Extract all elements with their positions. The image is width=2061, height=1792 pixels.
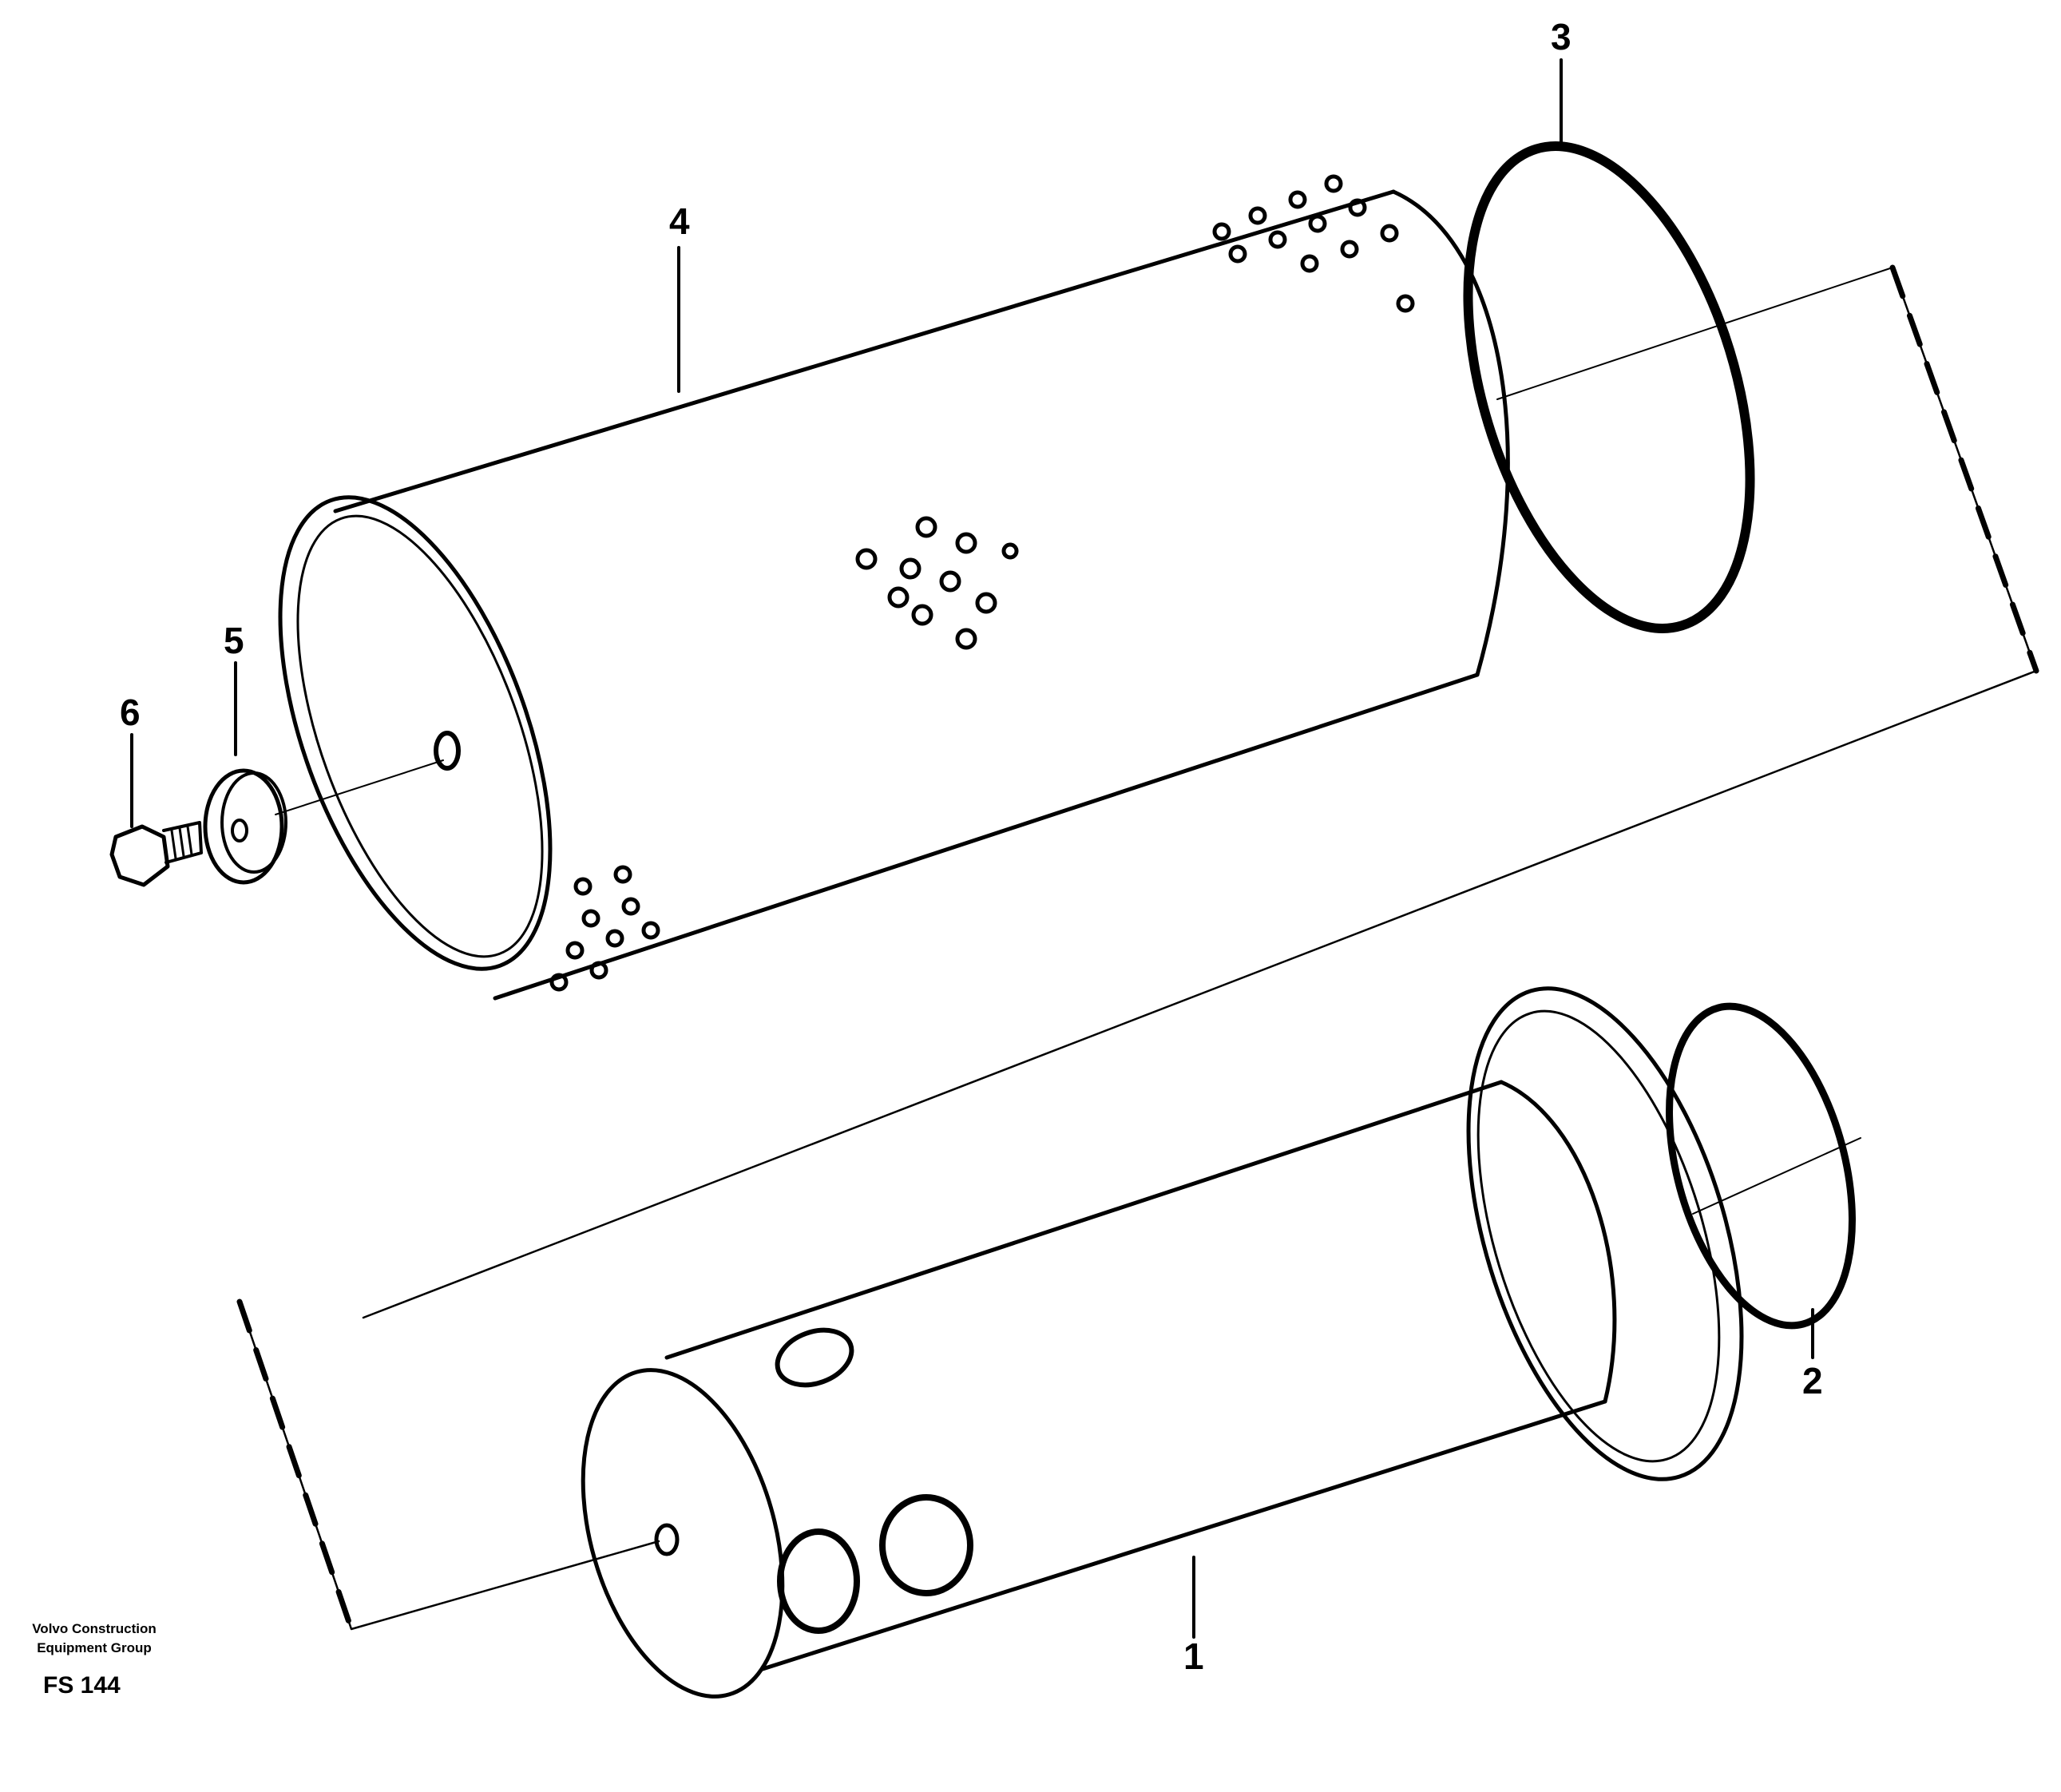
publisher-credit: Volvo Construction Equipment Group [14,1620,174,1658]
part-6-screw [109,821,203,887]
figure-code: FS 144 [43,1672,121,1699]
part-4-filter-sleeve [278,174,1510,1001]
callout-2: 2 [1802,1360,1823,1401]
publisher-credit-line-2: Equipment Group [37,1640,152,1655]
part-5-washer [203,768,287,885]
callout-5: 5 [224,620,244,661]
assembly-guide-dashes-right [1889,264,2039,674]
axis-line-upper [275,267,1893,815]
assembly-guide-line-lower [238,1300,660,1631]
axis-line-lower [1692,1137,1861,1215]
assembly-guide-dashes-left [236,1298,355,1632]
leader-lines [130,58,1814,1639]
callout-6: 6 [120,692,141,733]
callout-3: 3 [1551,16,1572,57]
callout-1: 1 [1183,1635,1204,1677]
publisher-credit-line-1: Volvo Construction [32,1621,157,1636]
callout-4: 4 [669,200,690,242]
part-2-retaining-ring [1666,1002,1856,1330]
part-1-shaft [581,986,1744,1699]
part-3-o-ring [1463,141,1755,633]
